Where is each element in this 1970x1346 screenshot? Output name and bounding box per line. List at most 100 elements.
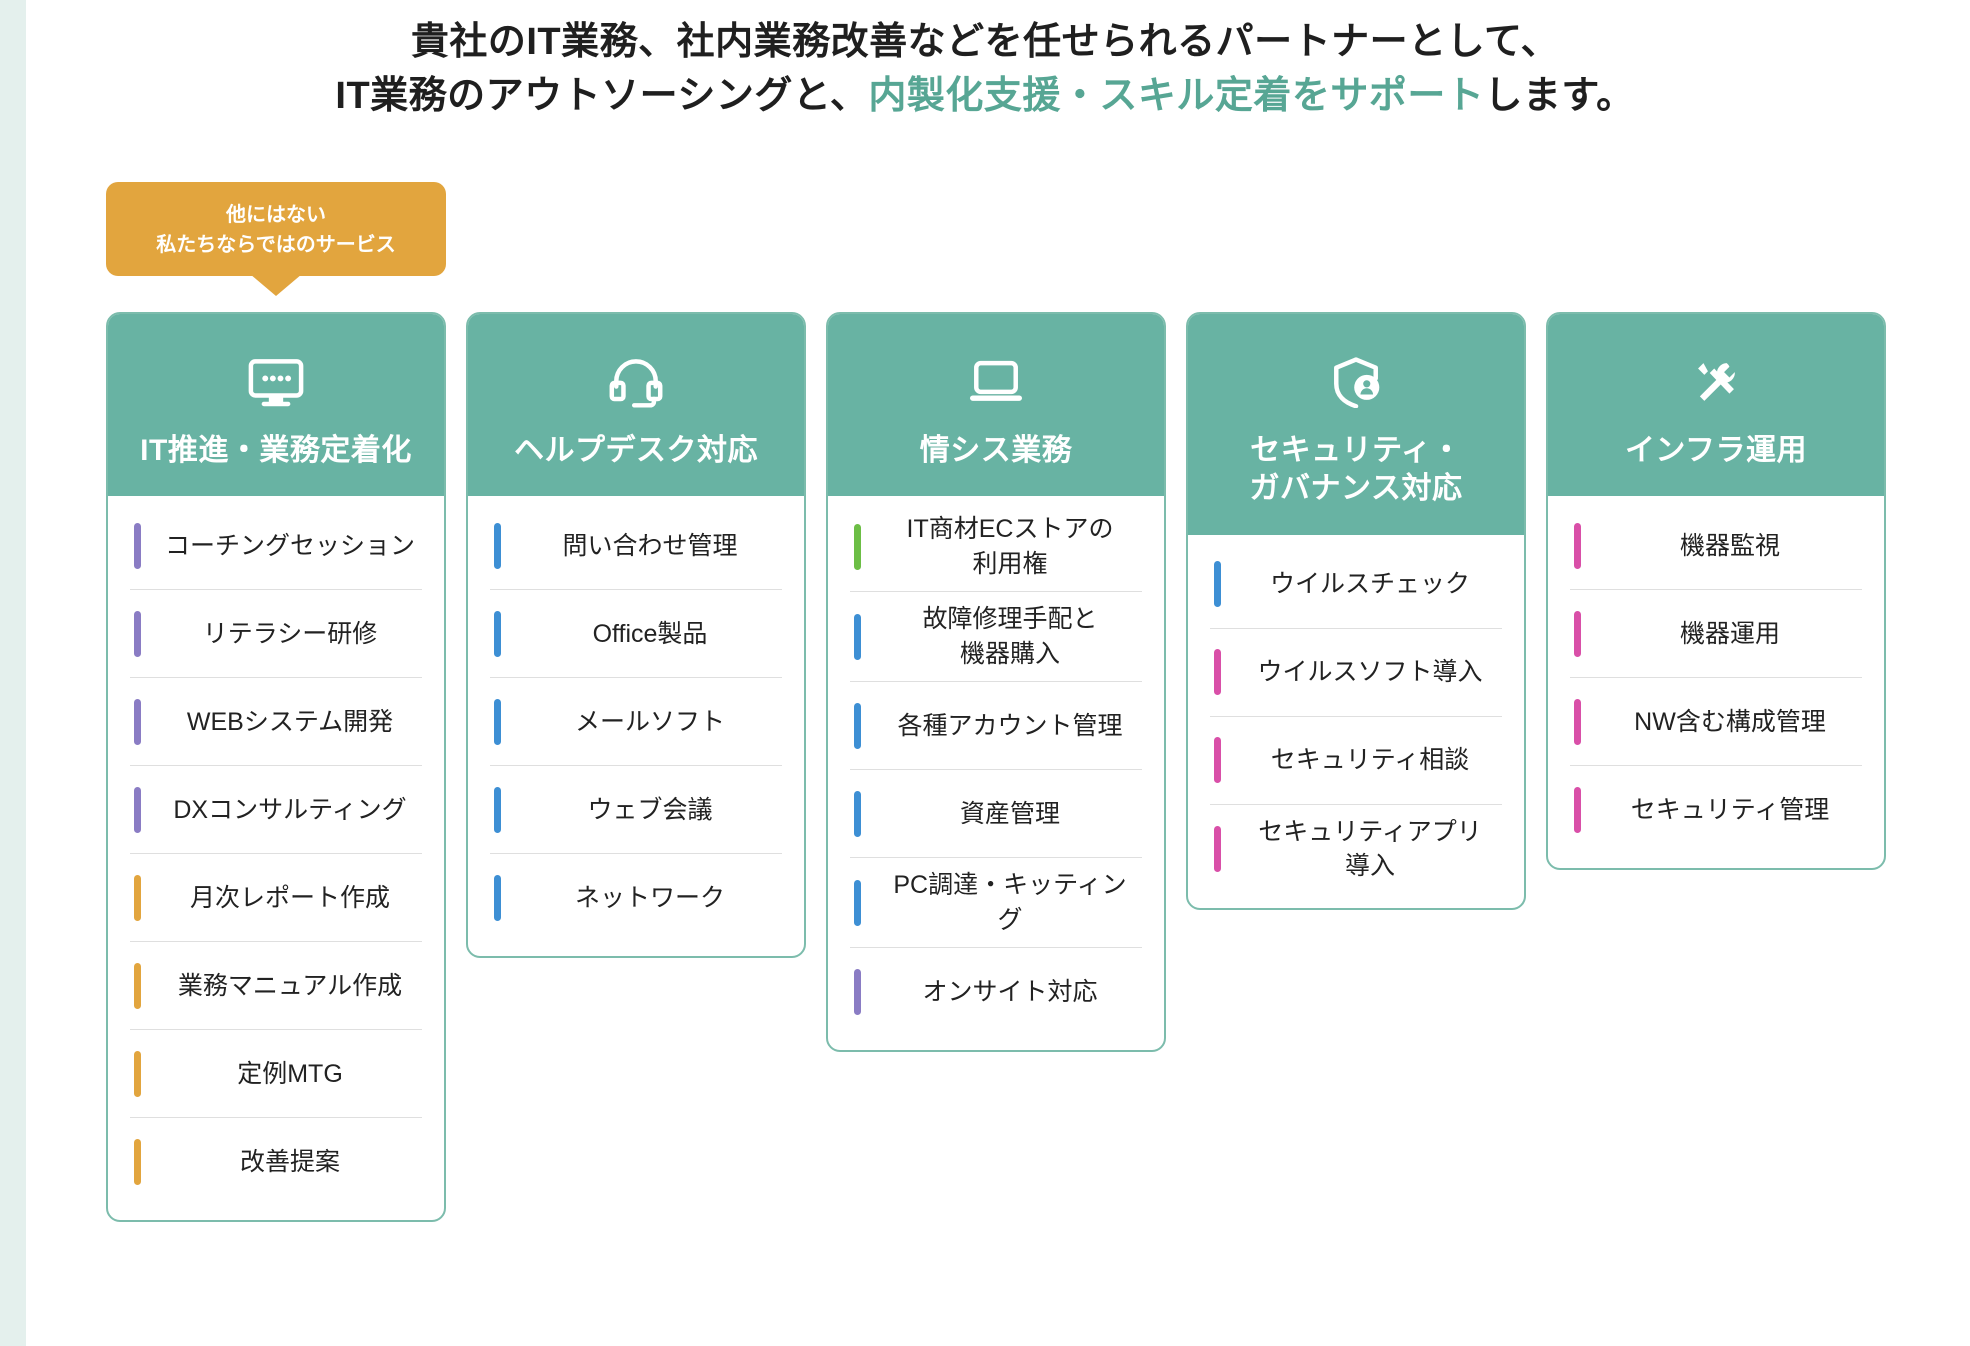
- list-item-label: PC調達・キッティング: [893, 871, 1127, 934]
- item-color-bar: [494, 610, 501, 657]
- shield-user-icon: [1327, 356, 1385, 408]
- list-item[interactable]: WEBシステム開発: [130, 678, 422, 767]
- item-color-bar: [854, 969, 861, 1016]
- item-color-bar: [134, 1139, 141, 1186]
- list-item[interactable]: Office製品: [490, 590, 782, 679]
- service-card-wrapper: セキュリティ・ ガバナンス対応 ウイルスチェック ウイルスソフト導入 セキュリテ…: [1186, 312, 1526, 910]
- service-card-wrapper: インフラ運用 機器監視 機器運用 NW含む構成管理 セキュリティ管理: [1546, 312, 1886, 871]
- item-color-bar: [1214, 649, 1221, 696]
- list-item-label: セキュリティ相談: [1270, 746, 1470, 775]
- heading-accent-text: 内製化支援・スキル定着をサポート: [868, 74, 1485, 117]
- list-item-label: リテラシー研修: [202, 619, 378, 648]
- card-header: セキュリティ・ ガバナンス対応: [1188, 314, 1524, 535]
- list-item[interactable]: 資産管理: [850, 770, 1142, 859]
- list-item[interactable]: ネットワーク: [490, 854, 782, 942]
- list-item[interactable]: セキュリティアプリ 導入: [1210, 805, 1502, 894]
- item-color-bar: [134, 962, 141, 1009]
- list-item-label: 各種アカウント管理: [897, 711, 1123, 740]
- item-color-bar: [1214, 826, 1221, 873]
- service-card-it-promotion[interactable]: IT推進・業務定着化 コーチングセッション リテラシー研修 WEBシステム開発 …: [106, 312, 446, 1223]
- card-title-line: セキュリティ・: [1250, 434, 1462, 467]
- item-color-bar: [494, 786, 501, 833]
- list-item-label: セキュリティ管理: [1630, 796, 1830, 825]
- item-color-bar: [134, 1050, 141, 1097]
- list-item-label: 機器運用: [1679, 619, 1780, 648]
- card-title: 情シス業務: [840, 432, 1152, 470]
- list-item[interactable]: PC調達・キッティング: [850, 858, 1142, 949]
- item-color-bar: [1574, 787, 1581, 834]
- list-item[interactable]: リテラシー研修: [130, 590, 422, 679]
- item-color-bar: [854, 523, 861, 570]
- list-item[interactable]: DXコンサルティング: [130, 766, 422, 855]
- presentation-screen-icon: [247, 356, 305, 408]
- left-accent-band: [0, 0, 26, 1346]
- list-item[interactable]: 改善提案: [130, 1118, 422, 1206]
- badge-line-2: 私たちならではのサービス: [156, 234, 396, 256]
- list-item-label: 業務マニュアル作成: [177, 971, 403, 1000]
- list-item[interactable]: セキュリティ管理: [1570, 766, 1862, 854]
- list-item-label: 問い合わせ管理: [562, 531, 738, 560]
- list-item[interactable]: NW含む構成管理: [1570, 678, 1862, 767]
- card-item-list: 問い合わせ管理 Office製品 メールソフト ウェブ会議 ネットワーク: [468, 496, 804, 956]
- list-item-label: コーチングセッション: [164, 531, 415, 560]
- item-color-bar: [854, 879, 861, 926]
- service-card-wrapper: 情シス業務 IT商材ECストアの 利用権 故障修理手配と 機器購入 各種アカウン…: [826, 312, 1166, 1053]
- item-color-bar: [1214, 561, 1221, 608]
- card-header: IT推進・業務定着化: [108, 314, 444, 497]
- service-card-infrastructure[interactable]: インフラ運用 機器監視 機器運用 NW含む構成管理 セキュリティ管理: [1546, 312, 1886, 871]
- card-title-line: ヘルプデスク対応: [514, 434, 758, 467]
- list-item[interactable]: セキュリティ相談: [1210, 717, 1502, 805]
- item-color-bar: [1574, 610, 1581, 657]
- list-item[interactable]: 故障修理手配と 機器購入: [850, 592, 1142, 683]
- list-item[interactable]: メールソフト: [490, 678, 782, 767]
- item-color-bar: [134, 698, 141, 745]
- list-item[interactable]: 月次レポート作成: [130, 854, 422, 943]
- laptop-icon: [967, 356, 1025, 408]
- list-item[interactable]: IT商材ECストアの 利用権: [850, 502, 1142, 593]
- item-color-bar: [1574, 522, 1581, 569]
- list-item[interactable]: オンサイト対応: [850, 948, 1142, 1036]
- list-item[interactable]: ウェブ会議: [490, 766, 782, 855]
- list-item[interactable]: 定例MTG: [130, 1030, 422, 1119]
- card-header: 情シス業務: [828, 314, 1164, 497]
- service-card-helpdesk[interactable]: ヘルプデスク対応 問い合わせ管理 Office製品 メールソフト ウェブ会議 ネ…: [466, 312, 806, 959]
- list-item[interactable]: 機器監視: [1570, 502, 1862, 591]
- list-item[interactable]: 問い合わせ管理: [490, 502, 782, 591]
- card-header: ヘルプデスク対応: [468, 314, 804, 497]
- list-item-label: 機器監視: [1679, 531, 1780, 560]
- list-item-label: NW含む構成管理: [1634, 707, 1826, 736]
- list-item[interactable]: コーチングセッション: [130, 502, 422, 591]
- list-item-label: 改善提案: [239, 1148, 340, 1177]
- list-item-label: 資産管理: [959, 799, 1060, 828]
- heading-line-2-post: します。: [1484, 74, 1635, 117]
- highlight-badge: 他にはない 私たちならではのサービス: [106, 182, 446, 276]
- list-item[interactable]: 機器運用: [1570, 590, 1862, 679]
- list-item-label: メールソフト: [574, 707, 725, 736]
- service-card-info-systems[interactable]: 情シス業務 IT商材ECストアの 利用権 故障修理手配と 機器購入 各種アカウン…: [826, 312, 1166, 1053]
- card-item-list: ウイルスチェック ウイルスソフト導入 セキュリティ相談 セキュリティアプリ 導入: [1188, 535, 1524, 908]
- card-title: インフラ運用: [1560, 432, 1872, 470]
- item-color-bar: [134, 786, 141, 833]
- card-title: ヘルプデスク対応: [480, 432, 792, 470]
- service-card-security-governance[interactable]: セキュリティ・ ガバナンス対応 ウイルスチェック ウイルスソフト導入 セキュリテ…: [1186, 312, 1526, 910]
- list-item-label: セキュリティアプリ 導入: [1258, 817, 1482, 881]
- list-item-label: WEBシステム開発: [186, 707, 394, 736]
- card-title-line: ガバナンス対応: [1249, 472, 1463, 506]
- headset-icon: [607, 356, 665, 408]
- list-item-label: ウェブ会議: [587, 795, 713, 824]
- card-item-list: IT商材ECストアの 利用権 故障修理手配と 機器購入 各種アカウント管理 資産…: [828, 496, 1164, 1050]
- badge-line-1: 他にはない: [226, 204, 326, 226]
- list-item[interactable]: ウイルスチェック: [1210, 541, 1502, 629]
- list-item[interactable]: 業務マニュアル作成: [130, 942, 422, 1031]
- item-color-bar: [494, 875, 501, 922]
- list-item-label: 故障修理手配と 機器購入: [922, 605, 1098, 668]
- service-card-wrapper: ヘルプデスク対応 問い合わせ管理 Office製品 メールソフト ウェブ会議 ネ…: [466, 312, 806, 959]
- item-color-bar: [854, 702, 861, 749]
- list-item[interactable]: 各種アカウント管理: [850, 682, 1142, 771]
- card-title-line: インフラ運用: [1624, 434, 1808, 467]
- list-item-label: IT商材ECストアの 利用権: [906, 515, 1114, 578]
- list-item[interactable]: ウイルスソフト導入: [1210, 629, 1502, 717]
- card-title: IT推進・業務定着化: [120, 432, 432, 470]
- list-item-label: Office製品: [592, 619, 708, 648]
